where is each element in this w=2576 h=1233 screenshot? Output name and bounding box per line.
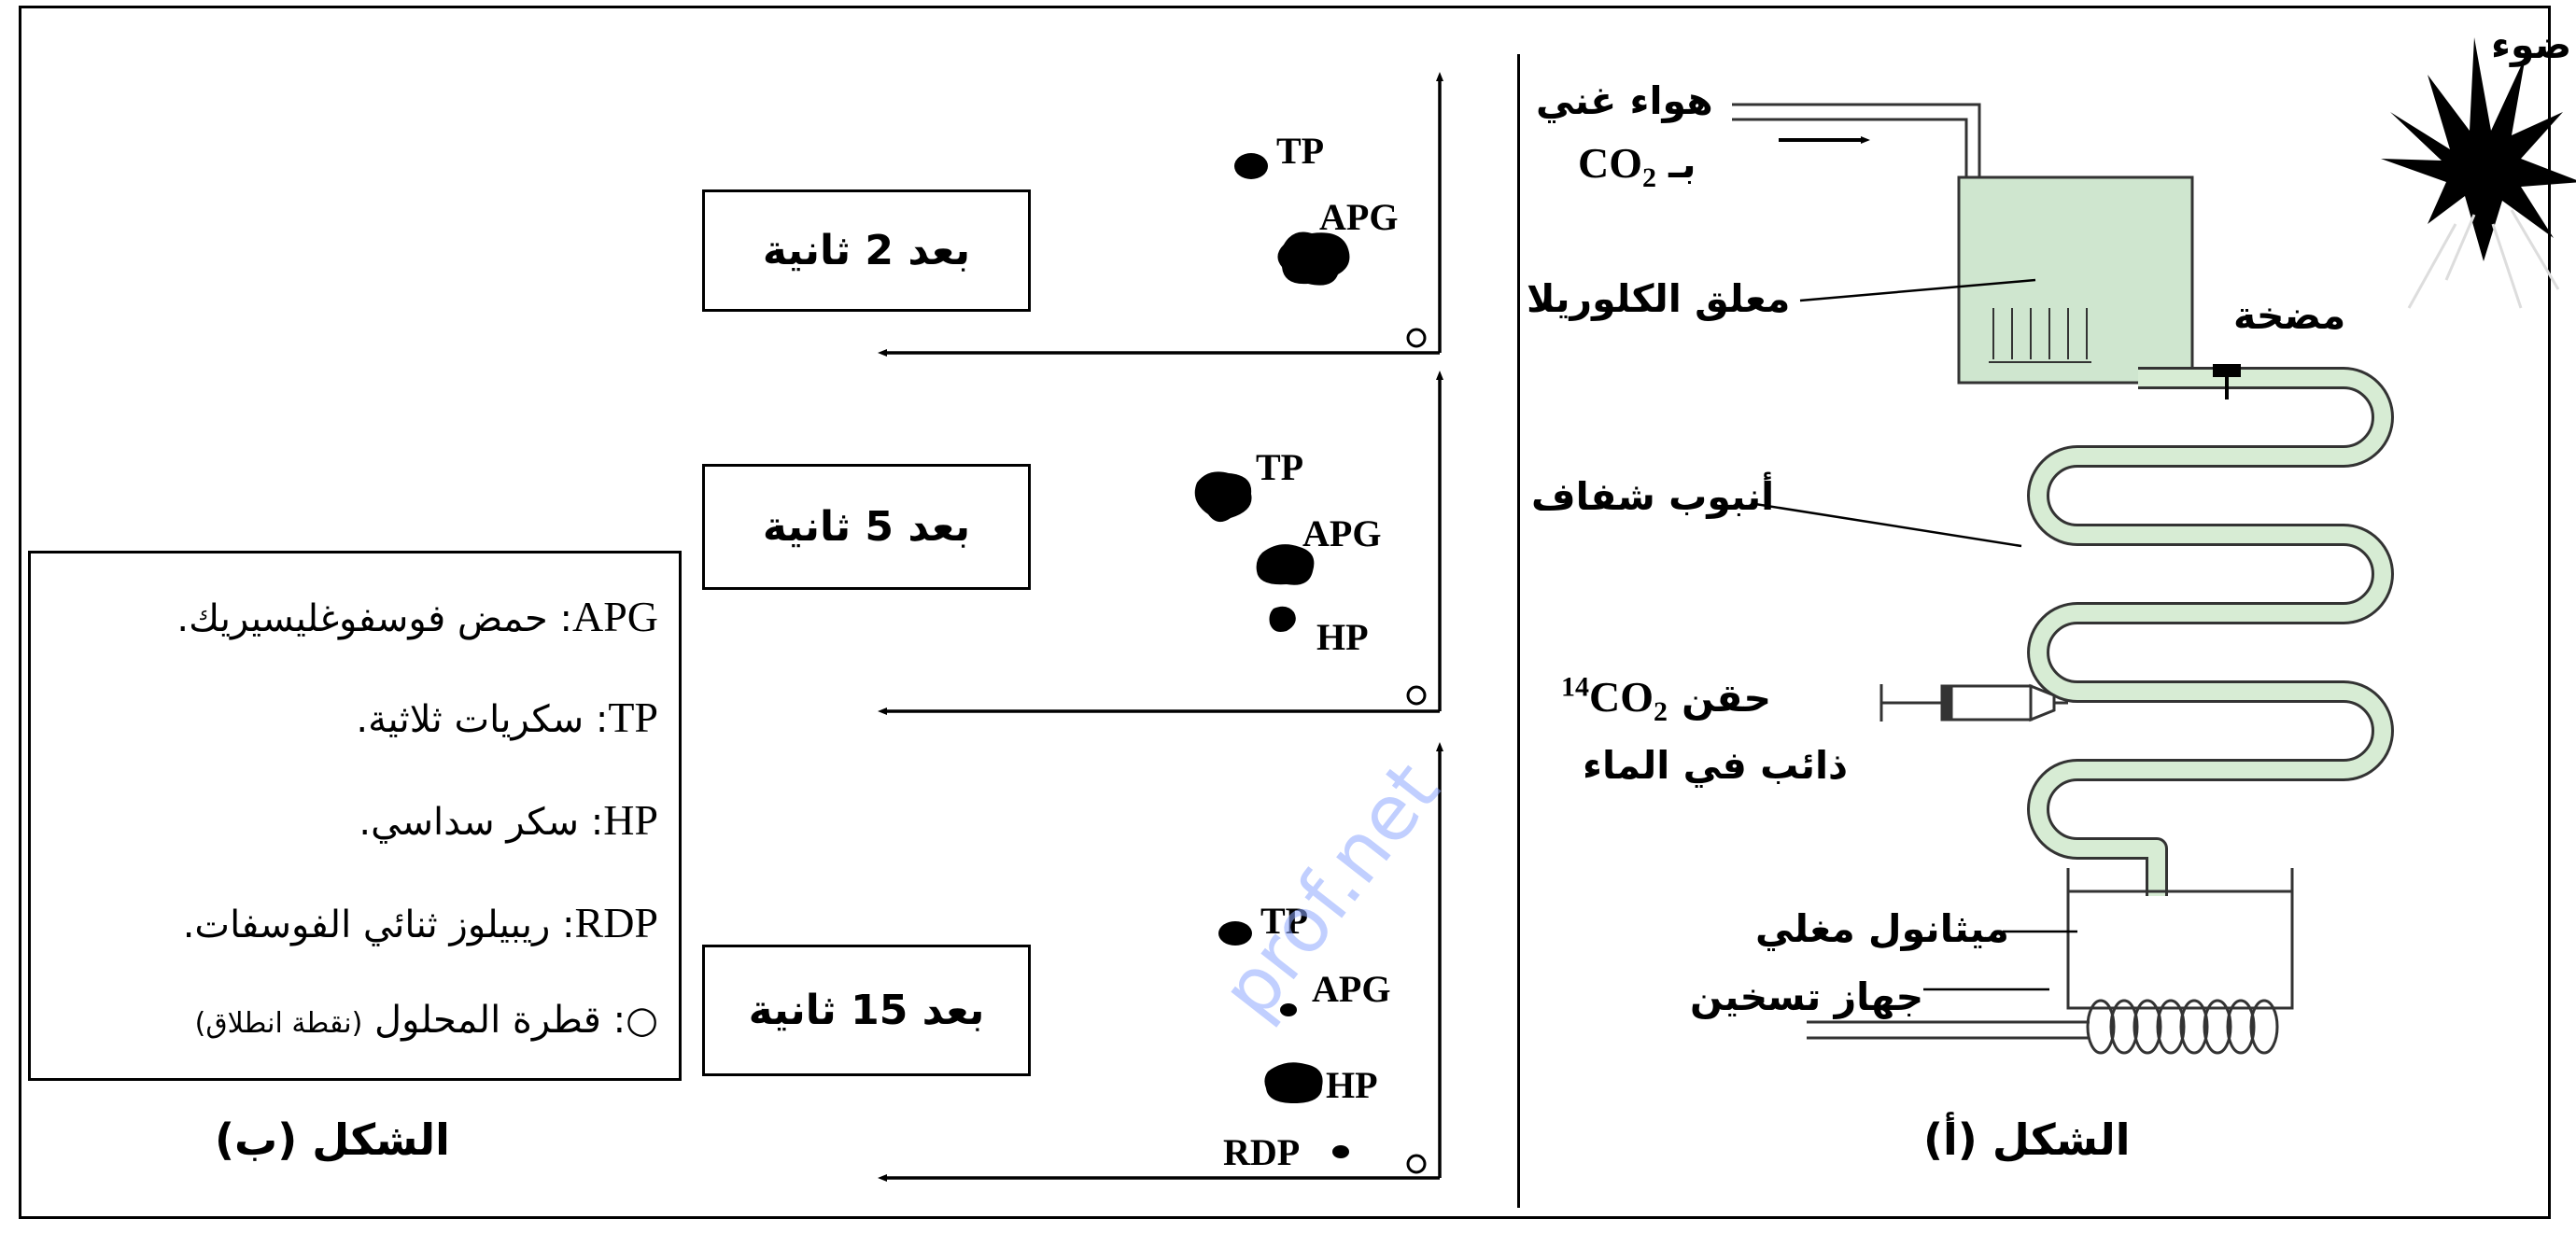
c14-formula: 14CO2 xyxy=(1561,672,1668,727)
legend-row-rdp: RDP: ريبيلوز ثنائي الفوسفات. xyxy=(183,902,658,945)
co2-formula: CO2 xyxy=(1578,139,1656,192)
heater-label: جهاز تسخين xyxy=(1690,974,1924,1019)
legend-row-apg: APG: حمض فوسفوغليسيريك. xyxy=(176,595,658,638)
air-inlet-tube xyxy=(1732,103,1981,369)
light-label: ضوء xyxy=(2491,22,2572,67)
spot-label-apg-2s: APG xyxy=(1319,196,1399,238)
syringe-icon xyxy=(1879,683,2068,722)
legend-abbr: APG xyxy=(571,593,658,640)
c14-sup: 14 xyxy=(1561,672,1589,703)
figure-frame xyxy=(19,6,2551,1219)
legend-abbr: TP xyxy=(608,694,658,741)
methanol-label: ميثانول مغلي xyxy=(1755,906,2009,951)
air-prefix: بـ xyxy=(1668,142,1696,187)
light-rays xyxy=(2407,209,2560,309)
legend-text: : سكريات ثلاثية. xyxy=(356,698,609,741)
pump-icon xyxy=(2213,364,2241,377)
legend-note: (نقطة انطلاق) xyxy=(194,1007,363,1040)
methanol-beaker xyxy=(2066,868,2294,1010)
spot-label-apg-5s: APG xyxy=(1302,512,1382,554)
chromatogram-spots xyxy=(1194,153,1350,1158)
heating-coil-icon xyxy=(1807,999,2279,1055)
legend-text: : حمض فوسفوغليسيريك. xyxy=(176,597,572,640)
co2-sub: 2 xyxy=(1642,162,1656,194)
legend-abbr: HP xyxy=(603,796,658,844)
legend-row-hp: HP: سكر سداسي. xyxy=(359,799,658,842)
chlorella-label: معلق الكلوريلا xyxy=(1527,276,1791,321)
spot-label-tp-2s: TP xyxy=(1276,130,1325,172)
legend-text: : ريبيلوز ثنائي الفوسفات. xyxy=(182,904,575,946)
air-label-line1: هواء غني xyxy=(1536,78,1713,123)
legend-start-symbol: ○ xyxy=(626,999,658,1042)
spot-label-apg-15s: APG xyxy=(1312,968,1391,1010)
figure-b-caption: الشكل (ب) xyxy=(215,1114,450,1165)
chromatogram-axes xyxy=(878,72,1443,1182)
time-box-15s: بعد 15 ثانية xyxy=(702,945,1031,1076)
leader-lines-a xyxy=(1754,278,2077,991)
legend-row-tp: TP: سكريات ثلاثية. xyxy=(356,696,658,739)
spot-label-tp-15s: TP xyxy=(1260,900,1309,942)
legend-text: : قطرة المحلول xyxy=(374,999,626,1042)
chlorella-tank xyxy=(1957,175,2194,385)
spot-label-hp-5s: HP xyxy=(1316,616,1369,658)
aeration-fingers xyxy=(1989,308,2091,363)
co2-main: CO xyxy=(1578,139,1642,187)
air-label-line2: CO2 بـ xyxy=(1578,142,1696,192)
inject-prefix: حقن xyxy=(1682,676,1772,722)
spot-label-rdp-15s: RDP xyxy=(1223,1131,1301,1173)
inject-label-line1: 14CO2 حقن xyxy=(1561,674,1771,727)
light-star-icon xyxy=(2381,37,2576,261)
legend-abbr: RDP xyxy=(574,899,658,946)
c14-sub: 2 xyxy=(1654,696,1668,728)
legend-text: : سكر سداسي. xyxy=(359,801,604,844)
spot-label-tp-5s: TP xyxy=(1256,446,1304,488)
figure-a-caption: الشكل (أ) xyxy=(1923,1114,2131,1165)
pump-label: مضخة xyxy=(2233,293,2346,338)
legend-row-start: ○: قطرة المحلول (نقطة انطلاق) xyxy=(195,1002,658,1039)
start-points xyxy=(1406,328,1427,1174)
figure-divider xyxy=(1517,54,1520,1208)
inject-label-line2: ذائب في الماء xyxy=(1583,743,1849,788)
time-box-2s: بعد 2 ثانية xyxy=(702,189,1031,312)
tube-label: أنبوب شفاف xyxy=(1531,474,1775,519)
c14-main: CO xyxy=(1589,673,1654,722)
time-box-5s: بعد 5 ثانية xyxy=(702,464,1031,590)
spot-label-hp-15s: HP xyxy=(1326,1064,1378,1106)
legend-box: APG: حمض فوسفوغليسيريك. TP: سكريات ثلاثي… xyxy=(28,551,682,1081)
